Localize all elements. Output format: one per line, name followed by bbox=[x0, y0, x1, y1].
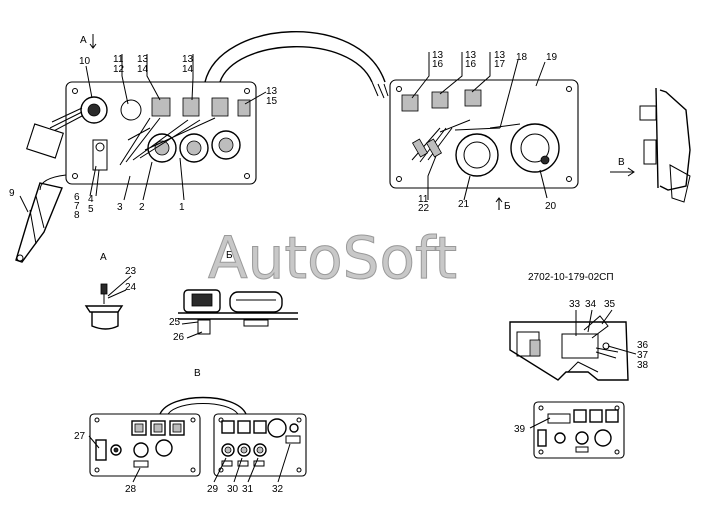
label-6: 6 bbox=[74, 192, 80, 203]
label-5: 5 bbox=[88, 204, 94, 215]
label-11a: 11 bbox=[113, 54, 124, 65]
part-labels: 10 11 12 13 14 13 14 13 15 6 7 8 4 5 3 2… bbox=[9, 50, 649, 495]
detail-b-gauges bbox=[178, 289, 298, 335]
label-15c: 15 bbox=[266, 96, 278, 107]
bottom-left-panel bbox=[89, 413, 201, 477]
drawing-code: 2702-10-179-02СП bbox=[528, 272, 614, 283]
wire-connector bbox=[26, 107, 83, 191]
label-17f: 17 bbox=[494, 59, 506, 70]
label-13a: 13 bbox=[137, 54, 149, 65]
label-22g: 22 bbox=[418, 203, 430, 214]
label-13c: 13 bbox=[266, 86, 278, 97]
label-3: 3 bbox=[117, 202, 123, 213]
bottom-wire-harness bbox=[159, 396, 247, 415]
view-label-a: А bbox=[100, 252, 107, 263]
label-21: 21 bbox=[458, 199, 470, 210]
bottom-right-panel bbox=[213, 413, 307, 477]
label-23: 23 bbox=[125, 266, 137, 277]
label-14a: 14 bbox=[137, 64, 149, 75]
label-13d: 13 bbox=[432, 50, 444, 61]
view-label-b-arrow: Б bbox=[504, 201, 511, 212]
label-8: 8 bbox=[74, 210, 80, 221]
left-switch-panel bbox=[65, 81, 257, 185]
label-33: 33 bbox=[569, 299, 581, 310]
label-16e: 16 bbox=[465, 59, 477, 70]
label-18: 18 bbox=[516, 52, 528, 63]
label-24: 24 bbox=[125, 282, 137, 293]
label-32: 32 bbox=[272, 484, 284, 495]
right-gauge-panel bbox=[389, 79, 579, 189]
label-12a: 12 bbox=[113, 64, 125, 75]
label-4: 4 bbox=[88, 194, 94, 205]
label-37: 37 bbox=[637, 350, 649, 361]
view-label-a-top: А bbox=[80, 35, 87, 46]
side-view-v bbox=[610, 87, 691, 203]
label-13f: 13 bbox=[494, 50, 506, 61]
label-11g: 11 bbox=[418, 194, 429, 205]
label-38: 38 bbox=[637, 360, 649, 371]
wire-harness bbox=[204, 31, 386, 83]
watermark: AutoSoft bbox=[208, 224, 457, 292]
detail-a-switch bbox=[84, 283, 124, 330]
label-14b: 14 bbox=[182, 64, 194, 75]
label-13e: 13 bbox=[465, 50, 477, 61]
label-19: 19 bbox=[546, 52, 558, 63]
label-34: 34 bbox=[585, 299, 597, 310]
label-10: 10 bbox=[79, 56, 91, 67]
detail-panel-33-38 bbox=[509, 315, 629, 381]
mounting-bracket bbox=[15, 182, 63, 263]
view-label-b: Б bbox=[226, 250, 233, 261]
label-2: 2 bbox=[139, 202, 145, 213]
label-9: 9 bbox=[9, 188, 15, 199]
label-1: 1 bbox=[179, 202, 185, 213]
bottom-panel-39 bbox=[533, 401, 625, 459]
label-27: 27 bbox=[74, 431, 86, 442]
view-label-v: В bbox=[194, 368, 201, 379]
label-13b: 13 bbox=[182, 54, 194, 65]
label-16d: 16 bbox=[432, 59, 444, 70]
label-28: 28 bbox=[125, 484, 137, 495]
label-31: 31 bbox=[242, 484, 254, 495]
label-29: 29 bbox=[207, 484, 219, 495]
label-25: 25 bbox=[169, 317, 181, 328]
leader-lines bbox=[19, 52, 637, 483]
label-39: 39 bbox=[514, 424, 526, 435]
label-26: 26 bbox=[173, 332, 185, 343]
label-36: 36 bbox=[637, 340, 649, 351]
label-7: 7 bbox=[74, 201, 80, 212]
view-label-v-side: В bbox=[618, 157, 625, 168]
label-20: 20 bbox=[545, 201, 557, 212]
label-30: 30 bbox=[227, 484, 239, 495]
label-35: 35 bbox=[604, 299, 616, 310]
